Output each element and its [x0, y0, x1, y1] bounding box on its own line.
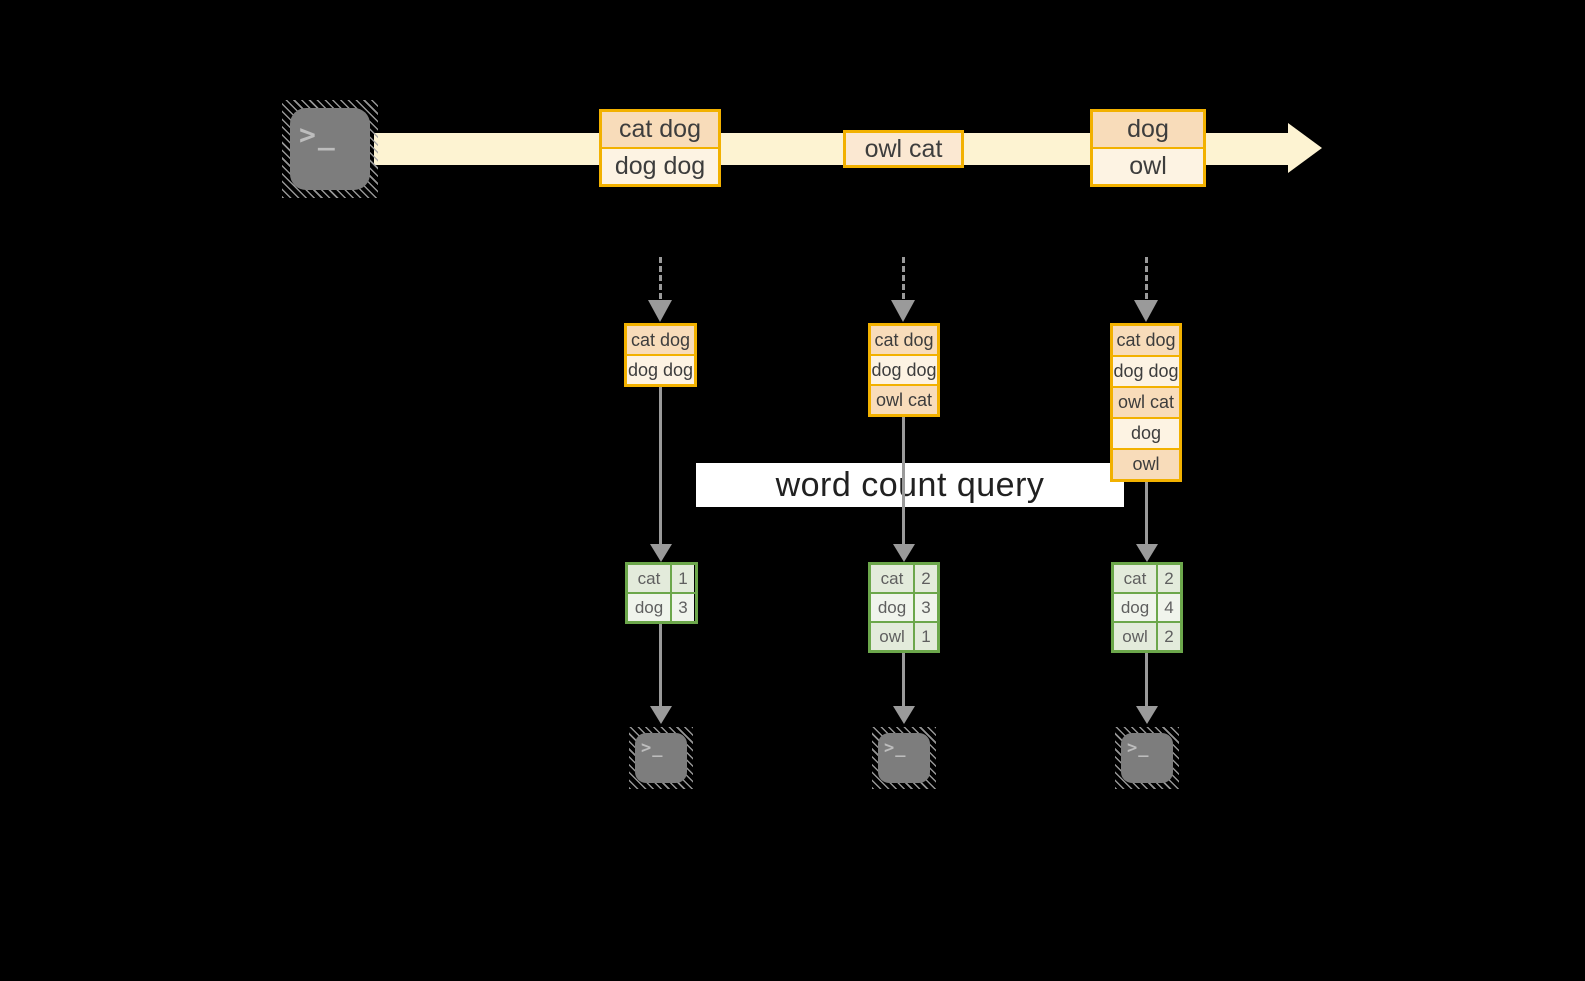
buffer-line: dog dog — [627, 354, 694, 384]
buffer-line: dog dog — [871, 354, 937, 384]
word-cell: owl — [871, 623, 913, 650]
input-buffer-stack-1: cat dog dog dog — [624, 323, 697, 387]
word-cell: dog — [1114, 594, 1156, 621]
terminal-body — [878, 733, 930, 783]
terminal-body — [1121, 733, 1173, 783]
count-cell: 3 — [913, 594, 937, 621]
count-cell: 2 — [913, 565, 937, 592]
count-cell: 1 — [670, 565, 694, 592]
event-line: cat dog — [602, 112, 718, 147]
output-arrowhead-1-icon — [650, 706, 672, 724]
count-cell: 3 — [670, 594, 694, 621]
terminal-prompt-glyph: >_ — [884, 738, 907, 758]
output-arrow-line-1 — [659, 624, 662, 707]
wordcount-table-1: cat 1 dog 3 — [625, 562, 698, 624]
table-row: dog 3 — [871, 592, 937, 621]
buffer-line: owl cat — [871, 384, 937, 414]
event-line: owl cat — [846, 133, 961, 165]
ingest-arrow-line-2 — [902, 257, 905, 299]
table-row: cat 1 — [628, 565, 695, 592]
output-arrow-line-2 — [902, 653, 905, 707]
event-line: dog — [1093, 112, 1203, 147]
source-terminal-icon: >_ — [282, 100, 378, 198]
buffer-line: cat dog — [627, 326, 694, 354]
output-terminal-icon-3: >_ — [1115, 727, 1179, 789]
table-row: cat 2 — [1114, 565, 1180, 592]
ingest-arrow-line-3 — [1145, 257, 1148, 299]
table-row: dog 4 — [1114, 592, 1180, 621]
query-arrow-line-3 — [1145, 482, 1148, 545]
query-arrow-line-2 — [902, 417, 905, 545]
output-arrowhead-2-icon — [893, 706, 915, 724]
event-line: dog dog — [602, 147, 718, 184]
word-cell: dog — [871, 594, 913, 621]
stream-arrowhead-icon — [1288, 123, 1322, 173]
stream-event-box-2: owl cat — [843, 130, 964, 168]
table-row: dog 3 — [628, 592, 695, 621]
query-arrowhead-1-icon — [650, 544, 672, 562]
output-terminal-icon-1: >_ — [629, 727, 693, 789]
terminal-prompt-glyph: >_ — [641, 738, 664, 758]
stream-event-box-3: dog owl — [1090, 109, 1206, 187]
input-buffer-stack-2: cat dog dog dog owl cat — [868, 323, 940, 417]
ingest-arrowhead-2-icon — [891, 300, 915, 322]
wordcount-table-2: cat 2 dog 3 owl 1 — [868, 562, 940, 653]
buffer-line: cat dog — [1113, 326, 1179, 355]
terminal-prompt-glyph: >_ — [299, 118, 337, 151]
word-cell: cat — [1114, 565, 1156, 592]
wordcount-table-3: cat 2 dog 4 owl 2 — [1111, 562, 1183, 653]
buffer-line: owl — [1113, 448, 1179, 479]
stream-event-box-1: cat dog dog dog — [599, 109, 721, 187]
query-banner: word count query — [696, 463, 1124, 507]
input-buffer-stack-3: cat dog dog dog owl cat dog owl — [1110, 323, 1182, 482]
terminal-body — [635, 733, 687, 783]
query-arrow-line-1 — [659, 387, 662, 545]
query-banner-label: word count query — [775, 465, 1045, 504]
count-cell: 1 — [913, 623, 937, 650]
word-cell: cat — [871, 565, 913, 592]
buffer-line: dog dog — [1113, 355, 1179, 386]
ingest-arrowhead-3-icon — [1134, 300, 1158, 322]
count-cell: 2 — [1156, 565, 1180, 592]
output-terminal-icon-2: >_ — [872, 727, 936, 789]
table-row: owl 1 — [871, 621, 937, 650]
buffer-line: cat dog — [871, 326, 937, 354]
terminal-body — [290, 108, 370, 190]
word-cell: owl — [1114, 623, 1156, 650]
word-cell: dog — [628, 594, 670, 621]
ingest-arrowhead-1-icon — [648, 300, 672, 322]
query-arrowhead-2-icon — [893, 544, 915, 562]
query-arrowhead-3-icon — [1136, 544, 1158, 562]
ingest-arrow-line-1 — [659, 257, 662, 299]
table-row: cat 2 — [871, 565, 937, 592]
event-line: owl — [1093, 147, 1203, 184]
buffer-line: owl cat — [1113, 386, 1179, 417]
output-arrowhead-3-icon — [1136, 706, 1158, 724]
output-arrow-line-3 — [1145, 653, 1148, 707]
terminal-prompt-glyph: >_ — [1127, 738, 1150, 758]
buffer-line: dog — [1113, 417, 1179, 448]
word-cell: cat — [628, 565, 670, 592]
count-cell: 2 — [1156, 623, 1180, 650]
table-row: owl 2 — [1114, 621, 1180, 650]
count-cell: 4 — [1156, 594, 1180, 621]
